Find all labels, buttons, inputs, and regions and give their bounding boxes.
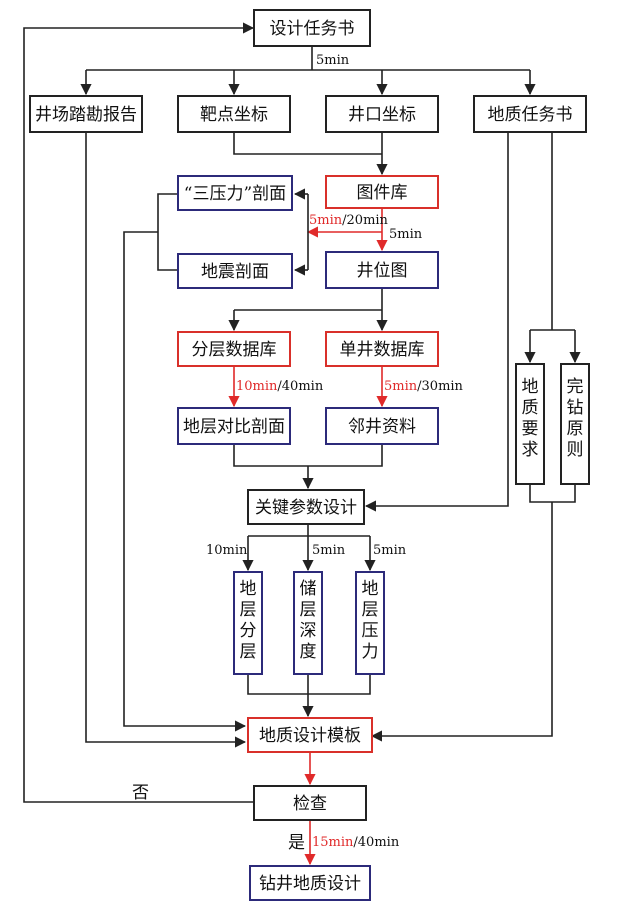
connector-profiles-to-template — [123, 231, 247, 732]
node-layered-database-label: 分层数据库 — [192, 340, 277, 360]
node-three-pressure-profile-label: “三压力”剖面 — [184, 184, 286, 204]
node-key-param-design-label: 关键参数设计 — [255, 498, 357, 518]
label-single-red-time: 5min — [384, 379, 418, 394]
connector-profiles-bracket-left — [157, 193, 178, 271]
label-map-black-time: /20min — [342, 213, 388, 228]
label-single-time: 5min/30min — [384, 379, 464, 394]
connector-strata-down — [233, 444, 383, 467]
node-layered-database[interactable]: 分层数据库 — [177, 331, 291, 367]
label-layered-red-time: 10min — [236, 379, 278, 394]
node-reservoir-depth[interactable]: 储层深度 — [293, 571, 323, 675]
connector-target-to-map — [233, 132, 382, 155]
node-check[interactable]: 检查 — [253, 785, 367, 821]
node-geo-task-book[interactable]: 地质任务书 — [473, 95, 587, 133]
node-task-book-label: 设计任务书 — [270, 19, 355, 39]
label-pressure-time: 5min — [373, 543, 407, 558]
label-top-time: 5min — [316, 53, 350, 68]
node-target-coords[interactable]: 靶点坐标 — [177, 95, 291, 133]
node-key-param-design[interactable]: 关键参数设计 — [247, 489, 365, 525]
node-map-library-label: 图件库 — [357, 183, 408, 203]
node-drilling-geo-design[interactable]: 钻井地质设计 — [249, 865, 371, 901]
connector-params-merge — [247, 674, 371, 695]
connector-req-to-template — [370, 502, 553, 742]
node-well-location-map[interactable]: 井位图 — [325, 251, 439, 289]
node-geo-design-template[interactable]: 地质设计模板 — [247, 717, 373, 753]
node-wellhead-coords-label: 井口坐标 — [348, 105, 416, 125]
label-yes: 是 — [288, 833, 305, 853]
node-adjacent-well-data-label: 邻井资料 — [348, 417, 416, 437]
label-single-black-time: /30min — [417, 379, 463, 394]
node-map-library[interactable]: 图件库 — [325, 175, 439, 209]
node-target-coords-label: 靶点坐标 — [200, 105, 268, 125]
node-single-well-database[interactable]: 单井数据库 — [325, 331, 439, 367]
node-completion-principles-label: 完钻原则 — [567, 377, 584, 460]
label-map-red-time: 5min — [309, 213, 343, 228]
node-drilling-geo-design-label: 钻井地质设计 — [259, 874, 361, 894]
label-layered-black-time: /40min — [277, 379, 323, 394]
node-reservoir-depth-label: 储层深度 — [300, 579, 317, 662]
node-formation-pressure[interactable]: 地层压力 — [355, 571, 385, 675]
node-strata-comparison-profile[interactable]: 地层对比剖面 — [177, 407, 291, 445]
node-completion-principles[interactable]: 完钻原则 — [560, 363, 590, 485]
connectors — [23, 22, 581, 866]
node-geo-task-book-label: 地质任务书 — [488, 105, 573, 125]
label-layered-time: 10min/40min — [236, 379, 324, 394]
connector-check-no-loop — [23, 22, 255, 803]
node-stratum-layering[interactable]: 地层分层 — [233, 571, 263, 675]
label-map-to-well-time: 5min — [389, 227, 423, 242]
connector-geotask-to-key — [364, 132, 509, 512]
label-check-black-time: /40min — [353, 835, 399, 850]
label-stratum-time: 10min — [206, 543, 248, 558]
label-reservoir-time: 5min — [312, 543, 346, 558]
node-seismic-profile[interactable]: 地震剖面 — [177, 253, 293, 289]
label-no: 否 — [132, 783, 149, 803]
node-seismic-profile-label: 地震剖面 — [201, 262, 269, 282]
node-wellhead-coords[interactable]: 井口坐标 — [325, 95, 439, 133]
node-adjacent-well-data[interactable]: 邻井资料 — [325, 407, 439, 445]
label-map-time: 5min/20min — [309, 213, 389, 228]
nodes: 设计任务书 井场踏勘报告 靶点坐标 井口坐标 地质任务书 “三压力”剖面 图件库 — [29, 9, 590, 901]
node-well-report[interactable]: 井场踏勘报告 — [29, 95, 143, 133]
node-geo-requirements[interactable]: 地质要求 — [515, 363, 545, 485]
node-geo-design-template-label: 地质设计模板 — [259, 726, 361, 746]
node-task-book[interactable]: 设计任务书 — [253, 9, 371, 47]
time-labels: 5min 5min/20min 5min 10min/40min 5min/30… — [132, 53, 464, 853]
node-single-well-database-label: 单井数据库 — [340, 340, 425, 360]
node-three-pressure-profile[interactable]: “三压力”剖面 — [177, 175, 293, 211]
node-geo-requirements-label: 地质要求 — [522, 377, 539, 460]
label-check-red-time: 15min — [312, 835, 354, 850]
node-well-report-label: 井场踏勘报告 — [35, 105, 137, 125]
node-check-label: 检查 — [293, 794, 327, 814]
connector-report-to-template — [85, 132, 247, 748]
node-formation-pressure-label: 地层压力 — [362, 579, 379, 662]
node-stratum-layering-label: 地层分层 — [240, 579, 257, 662]
node-strata-comparison-profile-label: 地层对比剖面 — [183, 417, 285, 437]
node-well-location-map-label: 井位图 — [357, 261, 408, 281]
label-check-time: 15min/40min — [312, 835, 400, 850]
connector-req-merge — [529, 484, 576, 503]
